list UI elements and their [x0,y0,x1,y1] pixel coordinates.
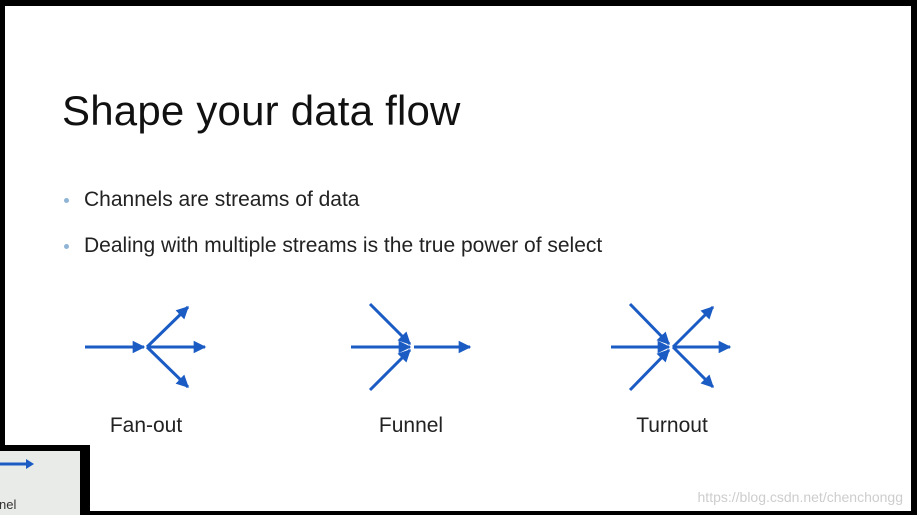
turnout-diagram [611,302,732,392]
funnel-top-arrow [368,302,412,346]
thumbnail-label: nel [0,497,17,512]
funnel-caption: Funnel [378,414,444,437]
thumbnail-arrow-icon [0,459,34,469]
fan-out-down-arrow [145,345,190,389]
bullet-item: Channels are streams of data [62,188,602,234]
bullet-list: Channels are streams of data Dealing wit… [62,188,602,280]
bullet-item: Dealing with multiple streams is the tru… [62,234,602,280]
watermark: https://blog.csdn.net/chenchongg [697,489,903,505]
bullet-dot-icon [64,244,69,249]
thumbnail-preview: nel [0,451,80,515]
flow-diagrams [85,302,732,392]
bullet-dot-icon [64,198,69,203]
turnout-out-up-arrow [671,305,715,349]
funnel-bottom-arrow [368,348,412,392]
video-thumbnail-inset: nel [0,445,90,515]
bullet-text: Dealing with multiple streams is the tru… [84,234,603,257]
fan-out-caption: Fan-out [109,414,183,437]
turnout-in-bottom-arrow [628,348,671,392]
fan-out-diagram [85,305,207,389]
turnout-in-top-arrow [628,302,671,346]
slide-title: Shape your data flow [62,87,461,134]
turnout-caption: Turnout [636,414,708,437]
bullet-text: Channels are streams of data [84,188,360,211]
fan-out-up-arrow [145,305,190,349]
funnel-diagram [351,302,472,392]
slide: Shape your data flow Channels are stream… [5,6,911,511]
turnout-out-down-arrow [671,345,715,389]
